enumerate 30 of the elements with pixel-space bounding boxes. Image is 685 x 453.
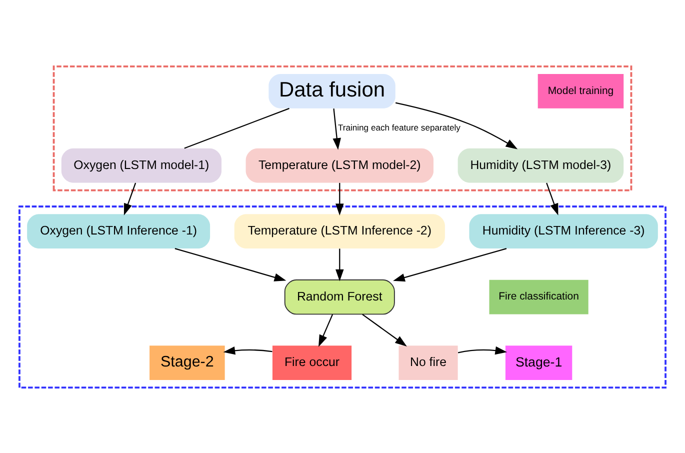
node-box: Fire occur <box>272 345 352 380</box>
arrow <box>362 313 407 346</box>
cluster <box>18 205 666 388</box>
arrow <box>124 182 136 215</box>
cluster <box>52 64 632 191</box>
node-box: Temperature (LSTM model-2) <box>246 148 434 182</box>
node-box: Temperature (LSTM Inference -2) <box>234 214 445 248</box>
arrow <box>336 248 344 281</box>
arrow <box>395 102 518 149</box>
arrow <box>318 314 334 346</box>
arrow <box>174 247 286 281</box>
node-box: Model training <box>538 74 624 108</box>
node-box: Oxygen (LSTM Inference -1) <box>27 214 210 248</box>
arrow <box>546 182 558 215</box>
node-box: Humidity (LSTM model-3) <box>458 148 624 182</box>
node-box: No fire <box>398 345 458 380</box>
node-box: Stage-1 <box>505 345 572 380</box>
arrow <box>458 346 508 354</box>
node-box: Oxygen (LSTM model-1) <box>61 148 222 182</box>
edge-label: Training each feature separately <box>338 122 460 132</box>
connector <box>184 107 290 148</box>
arrow <box>223 346 272 354</box>
node-box: Random Forest <box>284 278 395 314</box>
node-box: Data fusion <box>268 74 396 108</box>
arrow <box>332 108 341 150</box>
arrow <box>393 247 507 282</box>
arrow <box>336 182 344 215</box>
node-box: Stage-2 <box>150 345 225 380</box>
node-box: Fire classification <box>489 279 588 314</box>
node-box: Humidity (LSTM Inference -3) <box>469 214 658 248</box>
